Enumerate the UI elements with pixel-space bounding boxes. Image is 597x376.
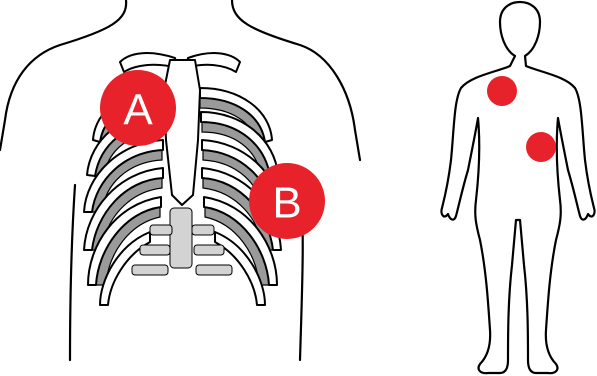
body-outline (441, 2, 594, 373)
electrode-marker-a: A (100, 70, 176, 146)
marker-a-label: A (123, 86, 153, 135)
electrode-dot-right-chest (487, 76, 517, 106)
torso-left-side (70, 185, 75, 360)
torso-with-rib-cage: A B (0, 0, 360, 360)
xiphoid-cartilage (170, 208, 192, 268)
electrode-marker-b: B (249, 163, 325, 239)
marker-b-label: B (272, 179, 301, 228)
sternum (164, 60, 200, 205)
electrode-dot-left-side (526, 132, 556, 162)
full-body-figure (441, 2, 594, 373)
